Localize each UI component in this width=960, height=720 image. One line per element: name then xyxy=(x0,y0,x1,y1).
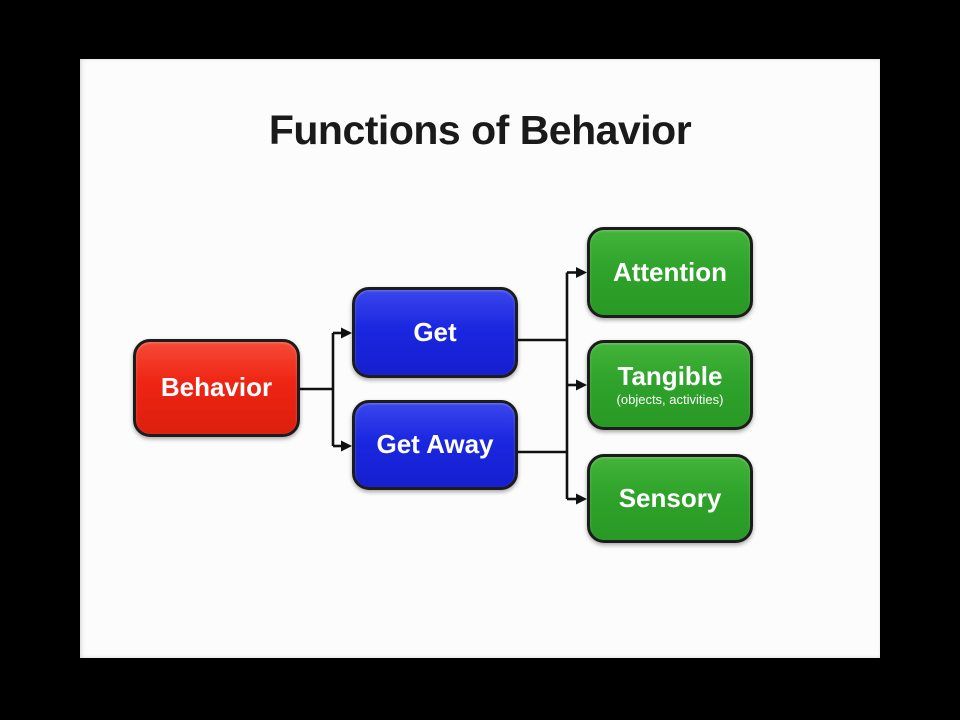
arrowhead-tangible xyxy=(576,379,587,391)
node-get-label: Get xyxy=(413,316,457,347)
slide-title: Functions of Behavior xyxy=(268,107,692,153)
connector-lines xyxy=(300,267,587,505)
node-get-away: Get Away xyxy=(352,400,518,490)
node-tangible-sublabel: (objects, activities) xyxy=(616,391,724,407)
node-tangible-label: Tangible xyxy=(617,361,723,392)
node-attention: Attention xyxy=(587,227,753,318)
slide: Functions of Behavior xyxy=(80,59,880,658)
node-behavior-label: Behavior xyxy=(160,372,273,403)
node-sensory-label: Sensory xyxy=(618,482,722,513)
node-get-away-label: Get Away xyxy=(376,429,494,460)
node-tangible: Tangible (objects, activities) xyxy=(587,340,753,430)
node-sensory: Sensory xyxy=(587,454,753,543)
arrowhead-get xyxy=(341,327,352,339)
node-attention-label: Attention xyxy=(612,256,728,287)
node-behavior: Behavior xyxy=(133,339,300,437)
arrowhead-sensory xyxy=(576,493,587,505)
arrowhead-getaway xyxy=(341,440,352,452)
arrowhead-attention xyxy=(576,267,587,278)
node-get: Get xyxy=(352,287,518,378)
